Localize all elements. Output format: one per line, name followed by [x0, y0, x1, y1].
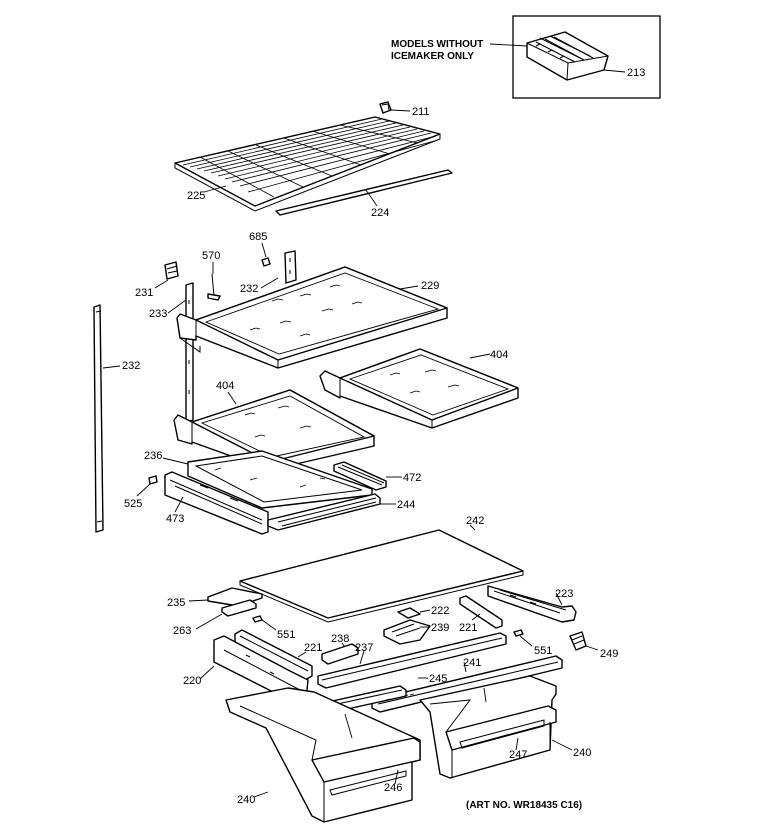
screw-685	[261, 242, 271, 267]
label-224: 224	[371, 207, 389, 219]
label-225: 225	[187, 190, 205, 202]
label-236: 236	[144, 450, 162, 462]
icemaker-inset	[489, 15, 661, 99]
label-472: 472	[403, 472, 421, 484]
bracket-222	[397, 607, 431, 619]
rail-221-right	[459, 595, 503, 629]
label-223: 223	[555, 588, 573, 600]
label-246: 246	[384, 782, 402, 794]
label-239: 239	[431, 622, 449, 634]
cover-238	[321, 642, 359, 665]
shelf-rail-233	[167, 282, 194, 423]
label-221-right: 221	[459, 622, 477, 634]
label-237: 237	[355, 642, 373, 654]
slide-244	[267, 493, 396, 531]
rail-237	[317, 632, 507, 689]
inset-note-line1: MODELS WITHOUT	[391, 39, 483, 50]
wire-shelf-225	[174, 116, 441, 212]
inset-note-line2: ICEMAKER ONLY	[391, 51, 474, 62]
label-242: 242	[466, 515, 484, 527]
glass-cover-242	[239, 524, 524, 623]
label-213: 213	[627, 67, 645, 79]
rail-263	[195, 599, 257, 630]
label-221-left: 221	[304, 642, 322, 654]
label-525: 525	[124, 498, 142, 510]
screw-525	[136, 475, 158, 497]
label-473: 473	[166, 513, 184, 525]
label-233: 233	[149, 308, 167, 320]
crisper-drawer-left	[225, 687, 421, 823]
glass-shelf-404-left	[173, 389, 375, 471]
label-551-left: 551	[277, 629, 295, 641]
vertical-rail-232	[93, 304, 121, 533]
part-labels: 211 213 224 225 685 570 231 232 229 233 …	[122, 39, 645, 811]
label-404-left: 404	[216, 380, 234, 392]
slide-223	[487, 585, 577, 623]
label-211: 211	[412, 106, 430, 118]
label-229: 229	[421, 280, 439, 292]
label-241: 241	[463, 657, 481, 669]
slide-472	[333, 461, 402, 491]
crisper-drawer-right	[419, 675, 573, 779]
shelf-rail-232	[260, 250, 297, 289]
label-240-left: 240	[237, 794, 255, 806]
label-685: 685	[249, 231, 267, 243]
glass-shelf-404-right	[319, 348, 519, 429]
glass-shelf-229	[176, 266, 448, 369]
label-222: 222	[431, 605, 449, 617]
bracket-239	[383, 619, 431, 645]
label-263: 263	[173, 625, 191, 637]
label-247: 247	[509, 749, 527, 761]
label-232-rail: 232	[122, 360, 140, 372]
label-232-upper: 232	[240, 283, 258, 295]
screw-570	[207, 262, 221, 301]
label-244: 244	[397, 499, 415, 511]
bracket-249	[569, 631, 599, 651]
label-231: 231	[135, 287, 153, 299]
label-570: 570	[202, 250, 220, 262]
slide-473	[164, 471, 269, 535]
shelf-trim-224	[275, 169, 453, 216]
clip-211	[379, 101, 411, 114]
label-235: 235	[167, 597, 185, 609]
label-240-right: 240	[573, 747, 591, 759]
label-220: 220	[183, 675, 201, 687]
clip-551-right	[513, 629, 533, 647]
label-249: 249	[600, 648, 618, 660]
label-551-right: 551	[534, 645, 552, 657]
clip-231	[154, 261, 179, 289]
label-238: 238	[331, 633, 349, 645]
art-number: (ART NO. WR18435 C16)	[466, 800, 582, 811]
clip-551-left	[252, 615, 277, 631]
rail-241	[371, 655, 563, 713]
label-245: 245	[429, 673, 447, 685]
label-404-right: 404	[490, 349, 508, 361]
